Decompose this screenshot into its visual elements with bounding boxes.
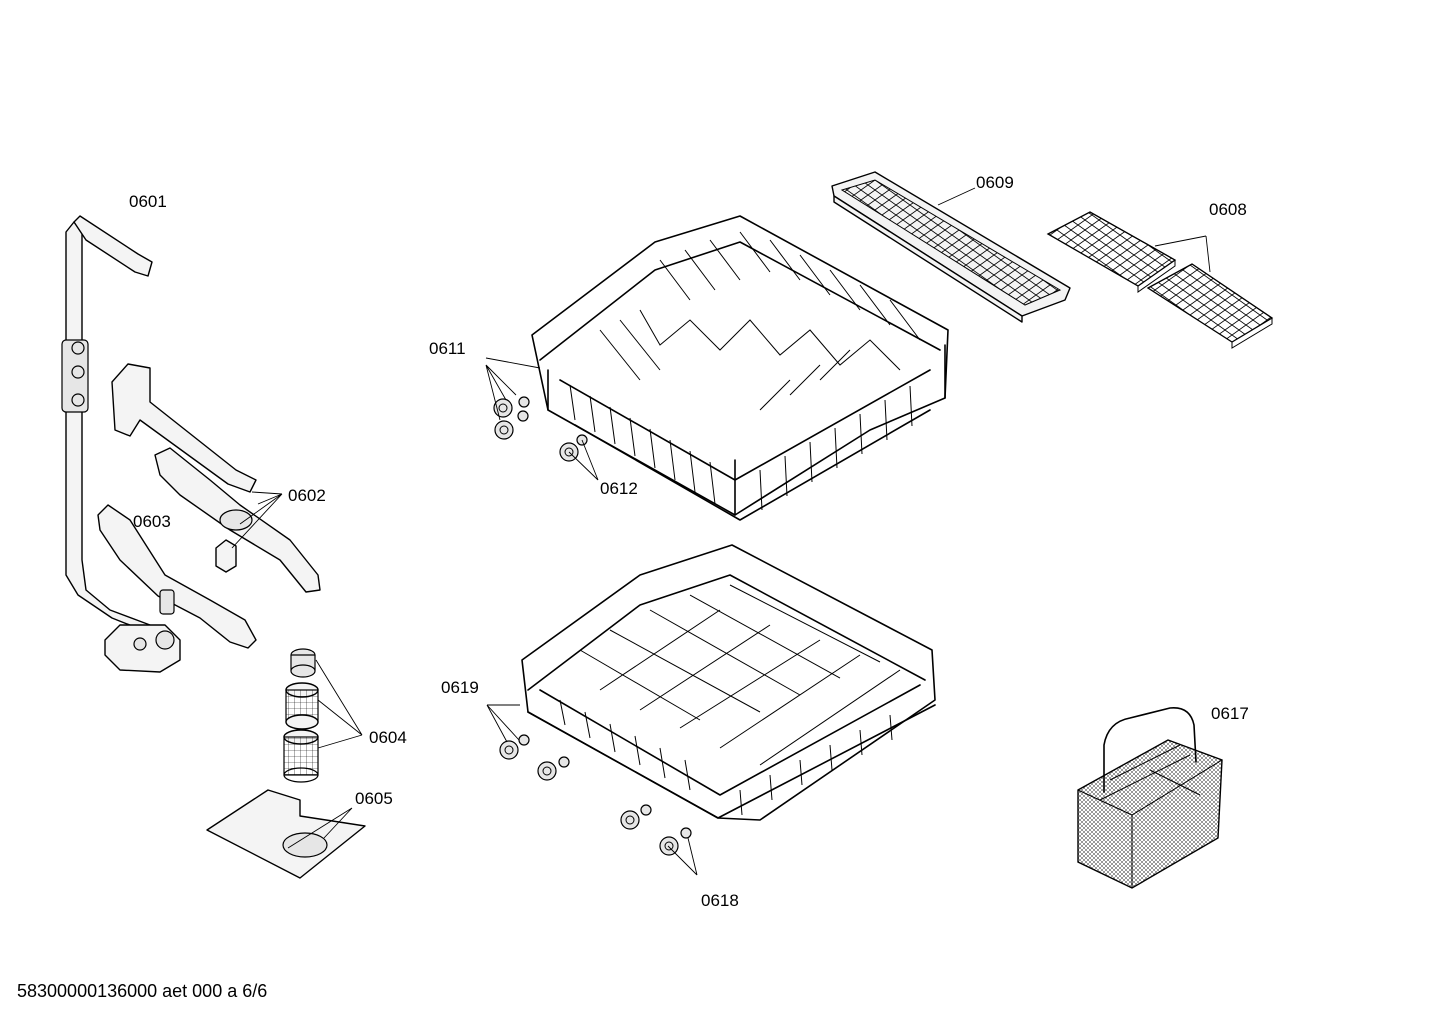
label-0603: 0603 <box>133 512 171 531</box>
label-0611: 0611 <box>429 339 466 358</box>
lower-basket-wheels <box>499 734 692 856</box>
label-0612: 0612 <box>600 479 638 498</box>
label-0602: 0602 <box>288 486 326 505</box>
label-0617: 0617 <box>1211 704 1249 723</box>
label-0608: 0608 <box>1209 200 1247 219</box>
flat-filter-plate-part <box>206 789 366 879</box>
lower-spray-arm-part <box>97 504 257 649</box>
upper-basket-part <box>493 215 949 521</box>
cutlery-basket-part <box>1077 707 1223 889</box>
label-0604: 0604 <box>369 728 407 747</box>
label-0605: 0605 <box>355 789 393 808</box>
label-0601: 0601 <box>129 192 167 211</box>
spray-pipe-part <box>61 215 181 673</box>
leader-lines <box>231 187 1211 876</box>
label-0609: 0609 <box>976 173 1014 192</box>
filter-set-part <box>283 648 319 783</box>
drawing-number: 58300000136000 aet 000 a 6/6 <box>17 981 267 1001</box>
rack-insert-part <box>1046 211 1274 349</box>
cutlery-tray-part <box>831 171 1071 323</box>
upper-basket-wheels <box>493 396 588 462</box>
upper-spray-arm-part <box>111 363 321 593</box>
label-0618: 0618 <box>701 891 739 910</box>
label-0619: 0619 <box>441 678 479 697</box>
lower-basket-part <box>499 544 936 856</box>
